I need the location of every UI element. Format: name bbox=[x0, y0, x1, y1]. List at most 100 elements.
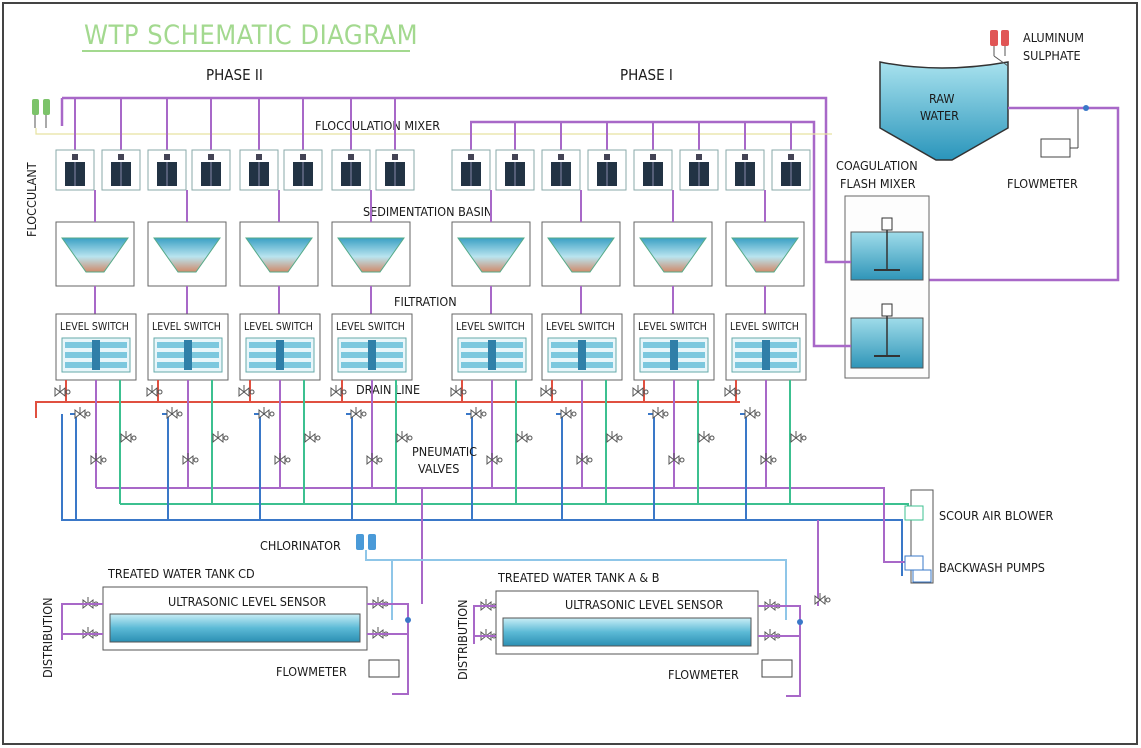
filter-unit: LEVEL SWITCH bbox=[451, 313, 533, 381]
pneumatic-valves bbox=[54, 385, 831, 642]
mixer-drop-pipes bbox=[74, 98, 792, 150]
pneumatic-valve bbox=[744, 407, 761, 420]
pneumatic-valve bbox=[632, 385, 649, 398]
pneumatic-valve bbox=[54, 385, 71, 398]
blue-backwash-header bbox=[61, 414, 903, 576]
coagulation-label-2: FLASH MIXER bbox=[840, 176, 916, 191]
sedimentation-basins bbox=[55, 190, 805, 314]
level-switch-label: LEVEL SWITCH bbox=[730, 321, 799, 333]
distribution-left-label: DISTRIBUTION bbox=[40, 598, 55, 679]
flocculation-mixer-unit bbox=[771, 149, 811, 191]
pneumatic-valve bbox=[698, 431, 715, 444]
purple-outlet-header bbox=[96, 487, 908, 563]
flocculation-mixer-unit bbox=[633, 149, 673, 191]
aluminum-label-1: ALUMINUM bbox=[1023, 30, 1084, 45]
flocculation-mixer-unit bbox=[239, 149, 279, 191]
ultrasonic-right-label: ULTRASONIC LEVEL SENSOR bbox=[565, 597, 723, 612]
pneumatic-valve bbox=[330, 385, 347, 398]
diagram-title: WTP SCHEMATIC DIAGRAM bbox=[84, 20, 418, 51]
tank-cd-label: TREATED WATER TANK CD bbox=[107, 566, 255, 581]
pneumatic-valve bbox=[450, 385, 467, 398]
pneumatic-valve bbox=[486, 453, 503, 466]
flowmeter-left-label: FLOWMETER bbox=[276, 664, 347, 679]
level-switch-label: LEVEL SWITCH bbox=[546, 321, 615, 333]
pneumatic-valve bbox=[90, 453, 107, 466]
flocculation-mixer-unit bbox=[331, 149, 371, 191]
filter-unit: LEVEL SWITCH bbox=[147, 313, 229, 381]
flocculation-mixer-unit bbox=[587, 149, 627, 191]
flocculation-mixer-unit bbox=[191, 149, 231, 191]
chlorinator-label: CHLORINATOR bbox=[260, 538, 341, 553]
flocculant-doser: FLOCCULANT bbox=[24, 99, 50, 237]
treated-water-tank-ab: TREATED WATER TANK A & B ULTRASONIC LEVE… bbox=[455, 570, 803, 697]
pneumatic-valve bbox=[304, 431, 321, 444]
pneumatic-valve bbox=[606, 431, 623, 444]
flocculation-mixers bbox=[55, 149, 811, 191]
sedimentation-basin-unit bbox=[55, 190, 135, 314]
flocculation-mixer-unit bbox=[147, 149, 187, 191]
aluminum-sulphate-doser: ALUMINUM SULPHATE bbox=[990, 30, 1084, 67]
raw-water-label-2: WATER bbox=[920, 108, 959, 123]
filter-unit: LEVEL SWITCH bbox=[633, 313, 715, 381]
filter-unit: LEVEL SWITCH bbox=[331, 313, 413, 381]
flowmeter-right bbox=[761, 659, 793, 678]
raw-water-label-1: RAW bbox=[929, 91, 954, 106]
scour-air-blower-label: SCOUR AIR BLOWER bbox=[939, 508, 1053, 523]
level-switch-label: LEVEL SWITCH bbox=[244, 321, 313, 333]
flocculation-mixer-unit bbox=[283, 149, 323, 191]
raw-water-tank: RAW WATER bbox=[879, 61, 1009, 161]
flocculation-mixer-label: FLOCCULATION MIXER bbox=[315, 118, 440, 133]
pneumatic-valve bbox=[560, 407, 577, 420]
sedimentation-basin-unit bbox=[633, 190, 713, 314]
level-switch-label: LEVEL SWITCH bbox=[336, 321, 405, 333]
treated-water-tank-cd: TREATED WATER TANK CD ULTRASONIC LEVEL S… bbox=[40, 566, 411, 695]
level-switch-label: LEVEL SWITCH bbox=[638, 321, 707, 333]
flocculation-mixer-unit bbox=[541, 149, 581, 191]
drain-line bbox=[35, 401, 740, 418]
pneumatic-valve bbox=[350, 407, 367, 420]
pneumatic-valve bbox=[274, 453, 291, 466]
flocculation-mixer-unit bbox=[495, 149, 535, 191]
flowmeter-left bbox=[368, 659, 400, 678]
phase-ii-label: PHASE II bbox=[206, 66, 263, 84]
phase-i-label: PHASE I bbox=[620, 66, 673, 84]
filter-unit: LEVEL SWITCH bbox=[541, 313, 623, 381]
flocculation-mixer-unit bbox=[101, 149, 141, 191]
sedimentation-basin-unit bbox=[541, 190, 621, 314]
pneumatic-valve bbox=[516, 431, 533, 444]
filtration-units: LEVEL SWITCH LEVEL SWITCH LEVEL SWITCH LEVE… bbox=[55, 313, 807, 381]
ultrasonic-left-label: ULTRASONIC LEVEL SENSOR bbox=[168, 594, 326, 609]
pneumatic-valve bbox=[790, 431, 807, 444]
pneumatic-valve bbox=[396, 431, 413, 444]
flowmeter-top bbox=[1040, 138, 1071, 158]
backwash-pipes bbox=[61, 380, 909, 606]
flocculation-mixer-unit bbox=[679, 149, 719, 191]
sedimentation-basin-label: SEDIMENTATION BASIN bbox=[363, 204, 492, 219]
flowmeter-top-label: FLOWMETER bbox=[1007, 176, 1078, 191]
flocculant-label: FLOCCULANT bbox=[24, 162, 39, 237]
flowmeter-right-label: FLOWMETER bbox=[668, 667, 739, 682]
filter-underdrain-pipes bbox=[157, 380, 213, 520]
level-switch-label: LEVEL SWITCH bbox=[152, 321, 221, 333]
pneumatic-valve bbox=[120, 431, 137, 444]
filtration-label: FILTRATION bbox=[394, 294, 457, 309]
pneumatic-valve bbox=[238, 385, 255, 398]
aluminum-label-2: SULPHATE bbox=[1023, 48, 1081, 63]
level-switch-label: LEVEL SWITCH bbox=[60, 321, 129, 333]
backwash-pumps-label: BACKWASH PUMPS bbox=[939, 560, 1045, 575]
filter-unit: LEVEL SWITCH bbox=[725, 313, 807, 381]
coagulation-label-1: COAGULATION bbox=[836, 158, 918, 173]
filter-unit: LEVEL SWITCH bbox=[55, 313, 137, 381]
chlorinator: CHLORINATOR bbox=[260, 534, 787, 620]
flocculation-mixer-unit bbox=[725, 149, 765, 191]
flocculation-mixer-unit bbox=[375, 149, 415, 191]
pneumatic-valve bbox=[540, 385, 557, 398]
raw-water-pipe bbox=[922, 105, 1120, 282]
pneumatic-valve bbox=[724, 385, 741, 398]
flocculation-mixer-unit bbox=[451, 149, 491, 191]
sedimentation-basin-unit bbox=[725, 190, 805, 314]
pneumatic-valve bbox=[366, 453, 383, 466]
pneumatic-valve bbox=[74, 407, 91, 420]
sedimentation-basin-unit bbox=[239, 190, 319, 314]
